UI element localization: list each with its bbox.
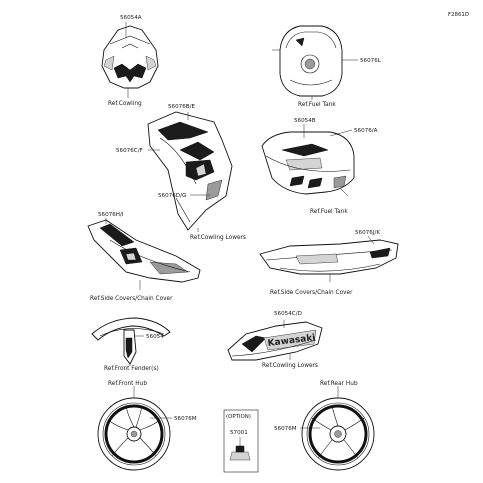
under-cowl-group: Kawasaki	[227, 321, 323, 361]
part-56054cd-label: 56054C/D	[274, 311, 302, 317]
part-56054b-label: 56054B	[294, 118, 316, 124]
part-56076cf-label: 56076C/F	[116, 148, 143, 154]
part-57001-label: 57001	[230, 430, 248, 436]
part-56076l-label: 56076L	[360, 58, 382, 64]
part-56076dg-label: 56076D/G	[158, 193, 186, 199]
ref-side-covers-right-label: Ref.Side Covers/Chain Cover	[270, 290, 353, 296]
part-56076a-label: 56076/A	[354, 128, 378, 134]
ref-front-fender-label: Ref.Front Fender(s)	[104, 366, 159, 372]
cowling-decal-group	[101, 25, 159, 89]
part-56076be-label: 56076B/E	[168, 104, 196, 110]
front-wheel-group	[97, 397, 171, 471]
option-label: (OPTION)	[226, 414, 251, 420]
rear-wheel-group	[301, 397, 375, 471]
part-56054-label: 56054	[146, 334, 164, 340]
side-cover-right-group	[259, 239, 399, 275]
ref-rear-hub-label: Ref.Rear Hub	[320, 381, 358, 387]
ref-cowling-lowers-mid-label: Ref.Cowling Lowers	[190, 235, 246, 241]
ref-fuel-tank-mid-label: Ref.Fuel Tank	[310, 209, 348, 215]
side-cover-left-group	[87, 219, 201, 283]
part-56076hi-label: 56076H/I	[98, 212, 124, 218]
ref-fuel-tank-top-label: Ref.Fuel Tank	[298, 102, 336, 108]
ref-front-hub-label: Ref.Front Hub	[108, 381, 147, 387]
part-56076m-rear-label: 56076M	[274, 426, 297, 432]
part-56076jk-label: 56076J/K	[355, 230, 380, 236]
option-box: (OPTION) 57001	[223, 409, 259, 473]
front-fender-group	[91, 317, 171, 365]
part-56076m-front-label: 56076M	[174, 416, 197, 422]
ref-cowling-label: Ref.Cowling	[108, 101, 142, 107]
part-56054a-label: 56054A	[120, 15, 142, 21]
ref-side-covers-left-label: Ref.Side Covers/Chain Cover	[90, 296, 173, 302]
fuel-tank-side-group	[261, 131, 355, 195]
figure-code: F2861D	[448, 12, 469, 18]
side-cowling-group	[147, 111, 233, 231]
ref-cowling-lowers-bottom-label: Ref.Cowling Lowers	[262, 363, 318, 369]
fuel-tank-top-group	[279, 25, 343, 97]
